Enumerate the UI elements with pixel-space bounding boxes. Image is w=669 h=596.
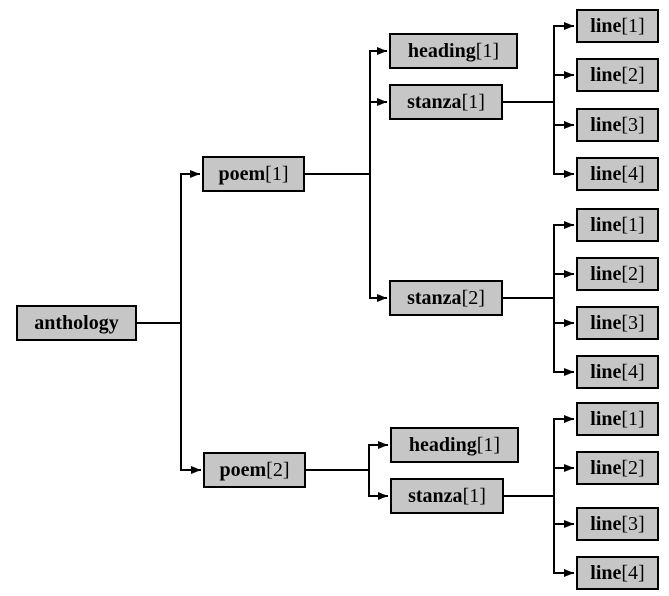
node-name-text: line [590, 214, 622, 236]
node-name-text: stanza [407, 91, 462, 113]
edges [137, 22, 574, 577]
edge-p1s2-line3 [553, 298, 574, 327]
tree-node-poem-1-stanza-1-line-4: line[4] [576, 157, 659, 191]
tree-node-poem-1-stanza-1: stanza[1] [389, 84, 503, 120]
node-index-text: [3] [621, 312, 645, 334]
tree-node-poem-2-stanza-1: stanza[1] [390, 478, 504, 514]
node-index-text: [2] [266, 459, 290, 481]
edge-poem1-stanza1 [369, 98, 387, 174]
node-name-text: heading [408, 434, 477, 456]
node-name-text: line [590, 114, 622, 136]
node-index-text: [3] [621, 513, 645, 535]
edge-p2s1-line3 [553, 496, 574, 528]
node-index-text: [1] [475, 40, 500, 62]
node-name-text: poem [218, 163, 266, 185]
tree-node-poem-1-heading-1: heading[1] [389, 33, 518, 69]
node-index-text: [1] [265, 163, 289, 185]
node-name-text: line [590, 163, 622, 185]
edge-p1s2-line1 [553, 221, 574, 298]
node-index-text: [1] [462, 485, 486, 507]
edge-p1s1-line3 [553, 102, 574, 129]
node-name-text: anthology [34, 312, 119, 334]
node-name-text: stanza [407, 287, 462, 309]
node-index-text: [4] [621, 562, 645, 584]
tree-node-poem-1-stanza-1-line-3: line[3] [576, 108, 659, 142]
node-index-text: [1] [461, 91, 485, 113]
node-name-text: line [590, 361, 622, 383]
edge-p1s1-line2 [553, 71, 574, 102]
edge-poem2-stanza1 [368, 470, 388, 500]
edge-p1s2-line2 [553, 270, 574, 298]
node-name-text: line [590, 312, 622, 334]
node-name-text: line [590, 15, 622, 37]
edge-p1s2-line4 [553, 298, 574, 376]
edge-poem2-heading1 [368, 441, 388, 470]
edge-p1s1-line1 [553, 22, 574, 102]
node-name-text: line [590, 562, 622, 584]
node-index-text: [4] [621, 361, 645, 383]
node-index-text: [4] [621, 163, 645, 185]
tree-node-poem-1-stanza-2-line-1: line[1] [576, 208, 659, 242]
tree-node-poem-2: poem[2] [203, 452, 306, 488]
edge-poem1-heading1 [369, 47, 387, 174]
tree-node-poem-1-stanza-2-line-3: line[3] [576, 306, 659, 340]
node-name-text: stanza [408, 485, 463, 507]
tree-node-poem-1: poem[1] [202, 156, 305, 192]
tree-node-poem-1-stanza-2-line-4: line[4] [576, 355, 659, 389]
tree-node-anthology: anthology [16, 305, 137, 341]
edge-anthology-poem1 [180, 170, 200, 323]
node-index-text: [2] [461, 287, 485, 309]
tree-node-poem-2-stanza-1-line-2: line[2] [576, 451, 659, 485]
node-name-text: line [590, 408, 622, 430]
tree-node-poem-1-stanza-2-line-2: line[2] [576, 257, 659, 291]
node-index-text: [2] [621, 64, 645, 86]
node-index-text: [2] [621, 263, 645, 285]
node-name-text: line [590, 513, 622, 535]
tree-node-poem-1-stanza-2: stanza[2] [389, 280, 503, 316]
node-name-text: line [590, 457, 622, 479]
tree-node-poem-2-stanza-1-line-4: line[4] [576, 556, 659, 590]
edge-p1s1-line4 [553, 102, 574, 178]
node-index-text: [3] [621, 114, 645, 136]
tree-node-poem-1-stanza-1-line-1: line[1] [576, 9, 659, 43]
tree-node-poem-2-stanza-1-line-3: line[3] [576, 507, 659, 541]
node-index-text: [1] [476, 434, 501, 456]
node-index-text: [1] [621, 214, 645, 236]
node-index-text: [1] [621, 408, 645, 430]
tree-node-poem-2-stanza-1-line-1: line[1] [576, 402, 659, 436]
node-name-text: poem [219, 459, 267, 481]
edge-anthology-poem2 [180, 323, 201, 474]
edge-poem1-stanza2 [369, 174, 387, 302]
node-name-text: heading [407, 40, 476, 62]
tree-node-poem-2-heading-1: heading[1] [390, 427, 519, 463]
node-index-text: [1] [621, 15, 645, 37]
edge-p2s1-line2 [553, 464, 574, 496]
node-index-text: [2] [621, 457, 645, 479]
node-name-text: line [590, 263, 622, 285]
tree-node-poem-1-stanza-1-line-2: line[2] [576, 58, 659, 92]
edge-p2s1-line4 [553, 496, 574, 577]
node-name-text: line [590, 64, 622, 86]
edge-p2s1-line1 [553, 415, 574, 496]
